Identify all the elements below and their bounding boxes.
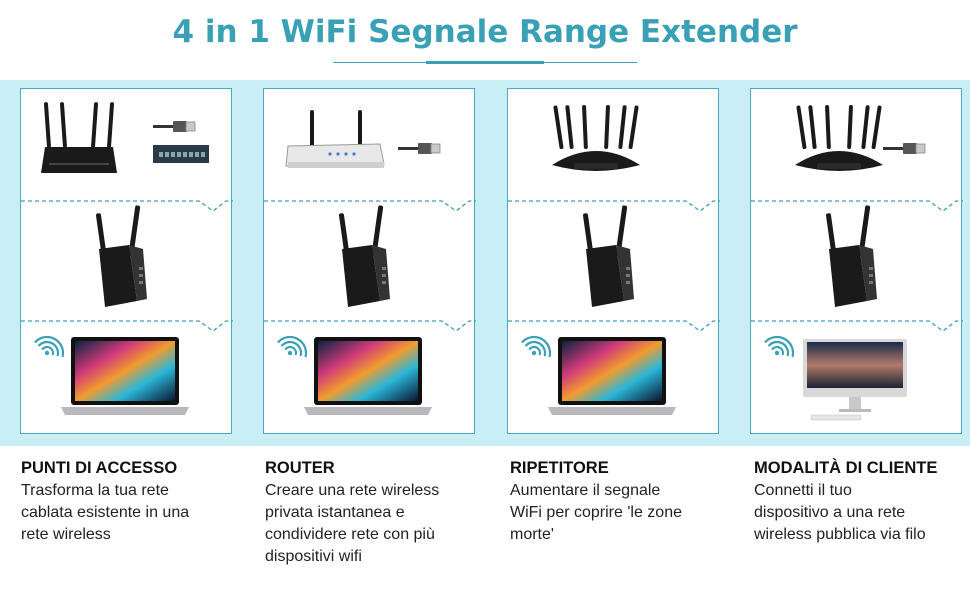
wifi-icon [34, 335, 65, 358]
laptop-icon [277, 335, 432, 415]
range-extender-icon [338, 205, 390, 307]
mode-access-point-text: PUNTI DI ACCESSO Trasforma la tua rete c… [21, 458, 236, 546]
network-switch-icon [153, 145, 209, 163]
wifi-icon [764, 335, 795, 358]
mode-title: ROUTER [265, 459, 335, 477]
mode-description: Creare una rete wireless privata istanta… [265, 482, 440, 565]
dashed-divider [264, 320, 476, 332]
dashed-divider [751, 200, 963, 212]
title-underline-accent [426, 61, 544, 64]
range-extender-icon [825, 205, 877, 307]
mode-panel [750, 88, 963, 434]
dashed-divider [21, 200, 233, 212]
ethernet-cable-icon [883, 143, 926, 154]
dashed-divider [508, 320, 720, 332]
mode-panel [263, 88, 476, 434]
mode-title: MODALITÀ DI CLIENTE [754, 459, 938, 477]
mode-repeater-text: RIPETITORE Aumentare il segnale WiFi per… [510, 458, 725, 546]
ethernet-cable-icon [398, 143, 441, 154]
range-extender-icon [95, 205, 147, 307]
laptop-icon [34, 335, 189, 415]
mode-description: Aumentare il segnale WiFi per coprire 'l… [510, 482, 682, 543]
range-extender-icon [582, 205, 634, 307]
mode-description: Connetti il tuo dispositivo a una rete w… [754, 482, 926, 543]
router-4-antenna-icon [41, 102, 209, 173]
modem-icon [285, 110, 441, 168]
desktop-computer-icon [764, 335, 907, 421]
mode-router-text: ROUTER Creare una rete wireless privata … [265, 458, 480, 568]
mode-title: PUNTI DI ACCESSO [21, 459, 178, 477]
page-title: 4 in 1 WiFi Segnale Range Extender [172, 14, 798, 50]
mode-panel [507, 88, 720, 434]
laptop-icon [521, 335, 676, 415]
dashed-divider [751, 320, 963, 332]
router-6-antenna-icon [552, 105, 640, 171]
dashed-divider [21, 320, 233, 332]
wifi-icon [277, 335, 308, 358]
router-6-antenna-icon [795, 105, 926, 171]
dashed-divider [508, 200, 720, 212]
mode-title: RIPETITORE [510, 459, 609, 477]
wifi-icon [521, 335, 552, 358]
mode-panel [20, 88, 233, 434]
dashed-divider [264, 200, 476, 212]
ethernet-cable-icon [153, 121, 196, 132]
mode-client-text: MODALITÀ DI CLIENTE Connetti il tuo disp… [754, 458, 969, 546]
mode-description: Trasforma la tua rete cablata esistente … [21, 482, 190, 543]
